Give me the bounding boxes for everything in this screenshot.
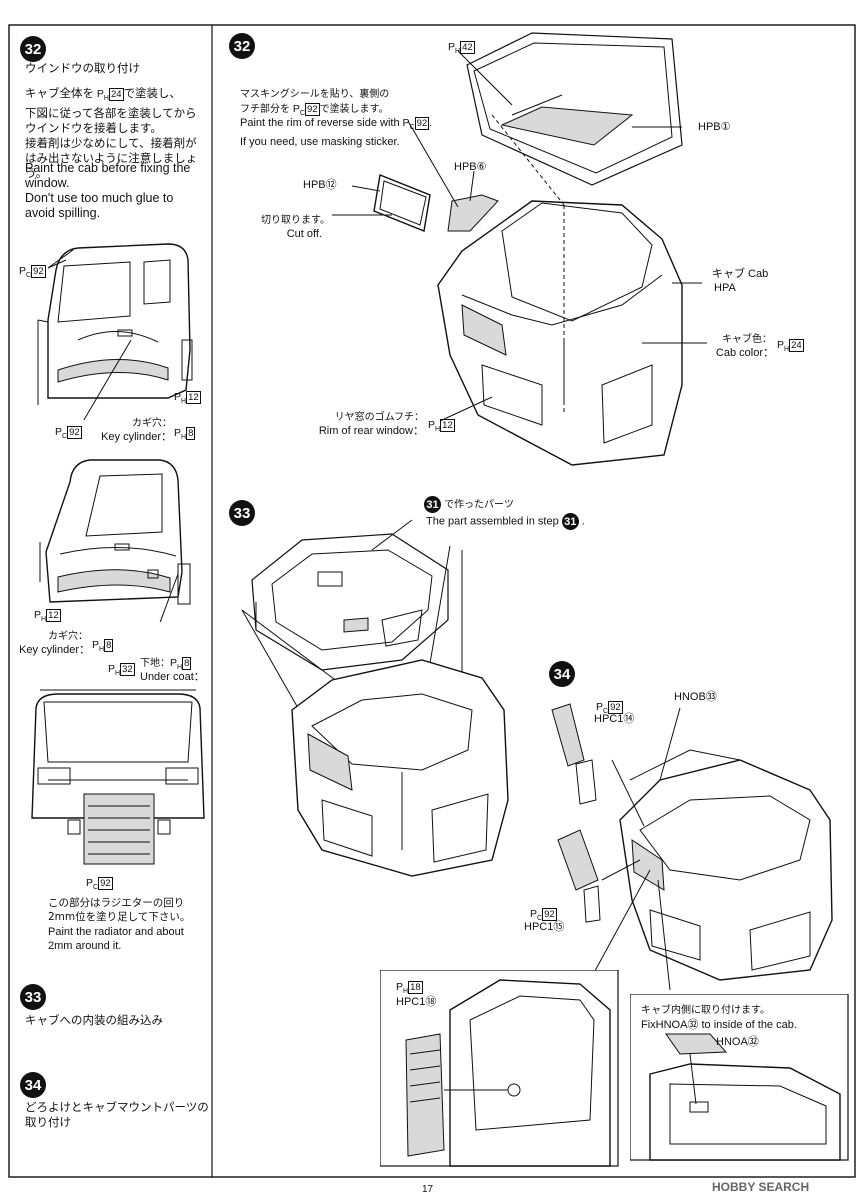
step-34-badge-left: 34 [20, 1072, 46, 1098]
step-32-badge: 32 [229, 33, 255, 59]
step-33-badge-left: 33 [20, 984, 46, 1010]
step34-hnob: HNOB㉝ [674, 691, 717, 703]
front-note-en: Paint the radiator and about 2mm around … [48, 926, 184, 952]
step-33-badge: 33 [229, 500, 255, 526]
step34-hpc1-15: HPC1⑮ [524, 921, 565, 933]
front-note-jp: この部分はラジエターの回り 2mm位を塗り足して下さい。 [48, 897, 191, 923]
cab-side-illustration-2 [39, 459, 191, 622]
step-32-instructions-en: Paint the cab before fixing the window. … [25, 161, 191, 220]
step32-cab-label: キャブ Cab [712, 268, 769, 280]
step32-rear-jp: リヤ窓のゴムフチ： [334, 412, 424, 423]
step32-cut-jp: 切り取ります。 [261, 215, 330, 226]
step-33-title-left: キャブへの内装の組み込み [25, 1013, 163, 1027]
step33-made-jp: 31 で作ったパーツ [424, 496, 514, 513]
step32-hpb6-label: HPB⑥ [454, 161, 487, 173]
step-34-diagram [551, 703, 833, 990]
cab1-key-jp: カギ穴： [132, 418, 172, 429]
inset-inside-jp: キャブ内側に取り付けます。 [641, 1005, 770, 1016]
step32-hpb1-label: HPB① [698, 121, 731, 133]
step-33-diagram [241, 519, 509, 877]
step-32-title: ウインドウの取り付け [25, 61, 140, 75]
page-number: 17 [422, 1184, 434, 1195]
cab-front-illustration [31, 689, 205, 865]
inset-inside-en: FixHNOA㉜ to inside of the cab. [641, 1019, 797, 1031]
cab2-key-en: Key cylinder： [19, 644, 90, 656]
inset-box-mudflap [380, 970, 619, 1167]
cab2-undercoat-en: Under coat： [140, 671, 205, 683]
step-32-diagram [332, 32, 707, 466]
step34-hpc1-14: HPC1⑭ [594, 713, 635, 725]
cab-side-illustration-1 [37, 243, 193, 420]
step-34-badge: 34 [549, 661, 575, 687]
step-34-title-left: どろよけとキャブマウントパーツの 取り付け [25, 1100, 209, 1129]
step32-rear-en: Rim of rear window： [318, 425, 424, 437]
inset-hnoa: HNOA㉜ [716, 1036, 759, 1048]
cab1-key-en: Key cylinder： [101, 431, 172, 443]
step-32-badge: 32 [20, 36, 46, 62]
step32-hpa-label: HPA [714, 282, 736, 294]
cab2-key-jp: カギ穴： [48, 631, 88, 642]
step32-cut-en: Cut off. [286, 228, 322, 240]
watermark: HOBBY SEARCH [712, 1180, 810, 1194]
step32-cabcolor-jp: キャブ色： [722, 334, 772, 345]
inset-hpc1-18: HPC1⑱ [396, 996, 437, 1008]
step32-hpb12-label: HPB⑫ [303, 179, 337, 191]
inset-box-hnoa [630, 994, 849, 1161]
step32-cabcolor-en: Cab color： [715, 347, 774, 359]
step33-made-en: The part assembled in step 31 . [426, 513, 585, 530]
